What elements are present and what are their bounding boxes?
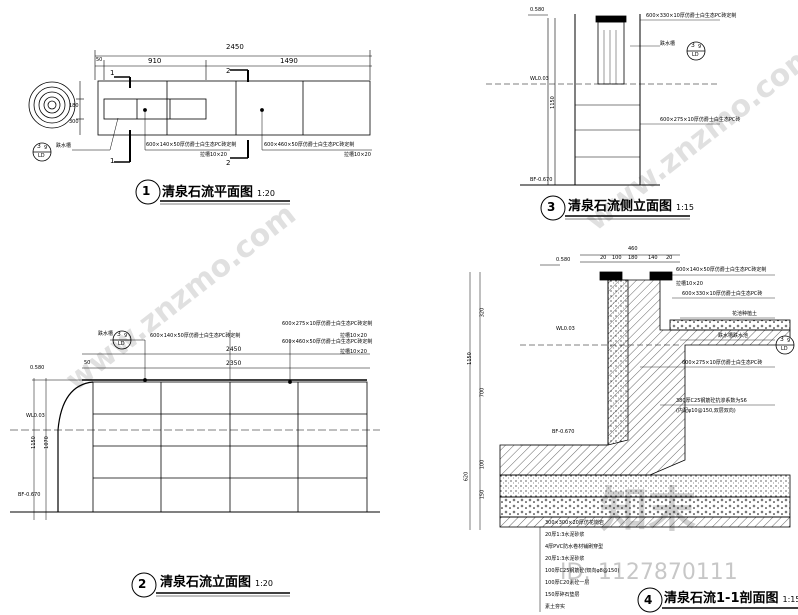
elev-note-3: 拉槽10×20	[340, 333, 367, 339]
sec-note-7: 380厚C25钢筋砼抗渗系数为S6	[676, 398, 747, 404]
plan-note-2: 拉槽10×20	[200, 152, 227, 158]
side-note-1: 600×330×10厚仿爵士白生态PC砖定制	[646, 13, 737, 19]
sec-level-top: 0.580	[556, 257, 571, 263]
sec-ref-top: 3	[780, 336, 784, 343]
sec-layer-3: 4厚PVC防水卷材铺刷穿型	[545, 544, 604, 550]
sec-dim-v3: 700	[479, 387, 486, 398]
sec-dim-v1: 320	[479, 307, 486, 318]
sec-dim-d3: 180	[628, 255, 638, 261]
plan-dim-side-b: 300	[69, 119, 79, 125]
sec-level-wl: WL0.03	[556, 326, 575, 332]
sec-note-5: 跌水槽跌水池	[718, 333, 749, 339]
plan-note-3: 600×460×50厚仿爵士白生态PC砖定制	[264, 142, 355, 148]
sec-note-2: 拉槽10×20	[676, 281, 703, 287]
plan-ref-top: 3	[37, 143, 41, 150]
sec-ref-sub: 9	[787, 338, 791, 344]
sec-layer-6: 100厚C20素砼一层	[545, 580, 590, 586]
plan-drip-label: 跌水槽	[56, 143, 72, 149]
sec-level-bf: BF-0.670	[552, 429, 575, 435]
sec-layer-5: 100厚C25钢筋砼(双向φ8@150)	[545, 568, 620, 574]
sec-dim-d4: 140	[648, 255, 658, 261]
elev-scale: 1:20	[255, 579, 273, 588]
section-view	[469, 254, 798, 613]
side-ref-sub: 9	[698, 44, 702, 50]
side-badge: 3	[547, 200, 556, 214]
plan-dim-right: 1490	[280, 57, 298, 65]
plan-ref-sub: 9	[44, 145, 48, 151]
elev-ref-bottom: LD	[118, 341, 125, 347]
sec-dim-v2: 1150	[466, 352, 473, 365]
sec-dim-v6: 150	[479, 489, 486, 500]
elev-note-4: 600×460×50厚仿爵士白生态PC砖定制	[282, 339, 373, 345]
plan-dim-total: 2450	[226, 43, 244, 51]
sec-dim-d1: 20	[600, 255, 607, 261]
elev-dim-left: 50	[84, 360, 91, 366]
elev-level-wl: WL0.03	[26, 413, 45, 419]
elevation-view	[10, 330, 380, 598]
sec-layer-4: 20厚1:3水泥砂浆	[545, 556, 585, 562]
plan-note-4: 拉槽10×20	[344, 152, 371, 158]
side-note-3: 600×275×10厚仿爵士白生态PC砖	[660, 117, 741, 123]
side-ref-top: 3	[691, 42, 695, 49]
sec-note-1: 600×140×50厚仿爵士白生态PC砖定制	[676, 267, 767, 273]
sec-ref-bottom: LD	[781, 346, 788, 352]
elev-dim-inner: 2350	[226, 360, 242, 367]
elev-ref-sub: 9	[124, 333, 128, 339]
elev-note-1: 600×140×50厚仿爵士白生态PC砖定制	[150, 333, 241, 339]
sec-badge: 4	[644, 593, 653, 607]
plan-note-1: 600×140×50厚仿爵士白生态PC砖定制	[146, 142, 237, 148]
plan-cut-2b: 2	[226, 159, 231, 167]
plan-dim-left: 910	[148, 57, 162, 65]
plan-view	[28, 50, 372, 205]
sec-layer-1: 300×300×20厚仿花岗岩	[545, 520, 604, 526]
elev-note-5: 拉槽10×20	[340, 349, 367, 355]
plan-dim-side-a: 180	[69, 103, 79, 109]
sec-note-3: 600×330×10厚仿爵士白生态PC砖	[682, 291, 763, 297]
plan-cut-2a: 2	[226, 67, 231, 75]
elev-badge: 2	[138, 577, 147, 591]
plan-cut-1b: 1	[110, 157, 115, 165]
sec-note-6: 600×275×10厚仿爵士白生态PC砖	[682, 360, 763, 366]
side-level-bf: BF-0.670	[530, 177, 553, 183]
sec-layer-2: 20厚1:3水泥砂浆	[545, 532, 585, 538]
watermark-logo: 知末	[600, 482, 697, 538]
elev-dim-vert-total: 1150	[30, 436, 37, 449]
sec-dim-d5: 20	[666, 255, 673, 261]
sec-dim-v4: 620	[463, 471, 470, 482]
side-view	[486, 14, 720, 221]
plan-badge: 1	[142, 184, 151, 198]
plan-ref-bottom: LD	[38, 153, 45, 159]
elev-level-bf: BF-0.670	[18, 492, 41, 498]
elev-dim-vert-inner: 1070	[43, 436, 50, 449]
side-ref-bottom: LD	[692, 52, 699, 58]
side-scale: 1:15	[676, 203, 694, 212]
sec-dim-d2: 100	[612, 255, 622, 261]
elev-dim-top: 2450	[226, 346, 242, 353]
elev-note-2: 600×275×10厚仿爵士白生态PC砖定制	[282, 321, 373, 327]
plan-dim-top-small: 50	[96, 57, 103, 63]
side-level-top: 0.580	[530, 7, 545, 13]
sec-note-4: 花池种植土	[732, 311, 758, 317]
sec-dim-top: 460	[628, 246, 638, 252]
sec-scale: 1:15	[782, 595, 798, 604]
side-note-2: 跌水槽	[660, 41, 676, 47]
sec-layer-7: 150厚碎石垫层	[545, 592, 580, 598]
side-level-wl: WL0.03	[530, 76, 549, 82]
elev-drip-label: 跌水槽	[98, 331, 114, 337]
plan-cut-1a: 1	[110, 69, 115, 77]
sec-layer-8: 素土夯实	[545, 604, 566, 610]
elev-ref-top: 3	[117, 331, 121, 338]
elev-level-top: 0.580	[30, 365, 45, 371]
watermark-id: ID: 1127870111	[560, 560, 738, 585]
plan-scale: 1:20	[257, 189, 275, 198]
side-dim: 1150	[549, 96, 556, 109]
sec-note-8: (内配φ10@150,双层双向)	[676, 408, 736, 414]
sec-dim-v5: 100	[479, 459, 486, 470]
